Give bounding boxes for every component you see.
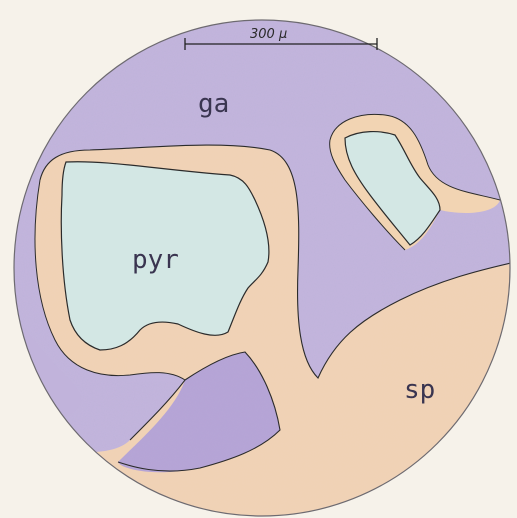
mineral-label-sp: sp	[404, 375, 435, 405]
mineral-label-pyr: pyr	[132, 245, 179, 275]
scale-bar-label: 300 μ	[250, 27, 287, 42]
mineral-label-ga: ga	[198, 89, 229, 119]
